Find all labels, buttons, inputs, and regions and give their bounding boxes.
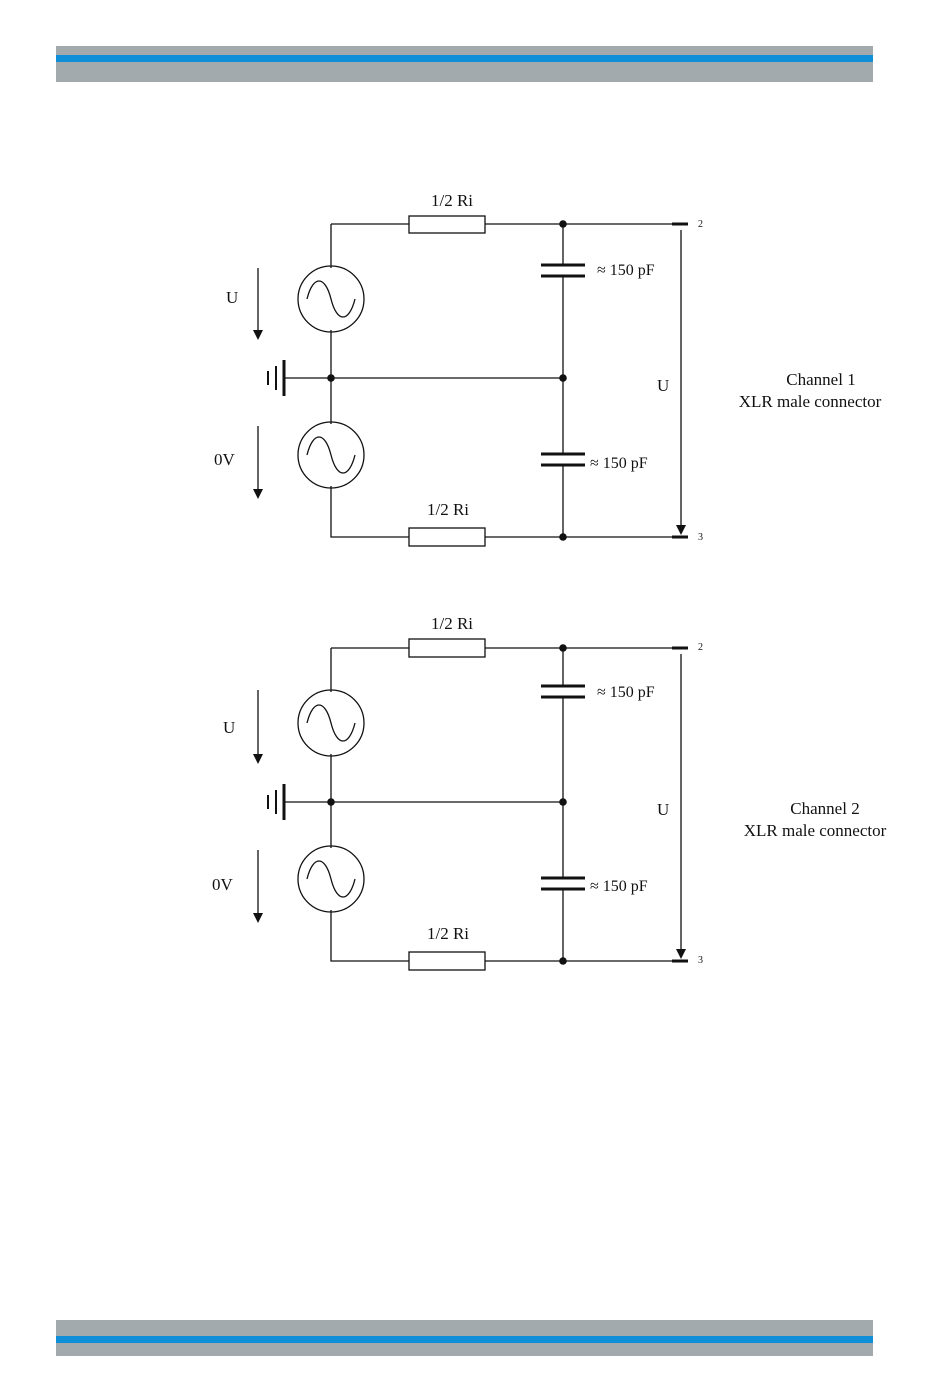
connector-type: XLR male connector — [744, 821, 887, 840]
source-top-label: U — [223, 718, 235, 737]
voltage-arrow-u-icon — [253, 690, 263, 764]
source-top-label: U — [226, 288, 238, 307]
header-band-blue-stripe — [56, 55, 873, 62]
junction-dot — [559, 220, 567, 228]
pin-2-label: 2 — [698, 642, 703, 653]
pin-3-label: 3 — [698, 955, 703, 966]
header-band-gray-bottom — [56, 62, 873, 82]
footer-band-gray-bottom — [56, 1343, 873, 1356]
pin-3-label: 3 — [698, 532, 703, 543]
connector-type: XLR male connector — [739, 392, 882, 411]
ac-source-bottom — [298, 846, 364, 912]
wire-bottom — [331, 486, 672, 537]
output-voltage-label: U — [657, 376, 669, 395]
resistor-top-label: 1/2 Ri — [431, 191, 473, 210]
ground-icon — [268, 360, 284, 396]
junction-dot — [559, 644, 567, 652]
resistor-bottom — [409, 528, 485, 546]
capacitor-bottom — [541, 454, 585, 465]
ac-source-top — [298, 690, 364, 756]
junction-dot — [327, 374, 335, 382]
junction-dot — [559, 374, 567, 382]
circuit-diagram-channel-1: 1/2 Ri 1/2 Ri ≈ 150 pF ≈ 150 pF U 0V U 2… — [0, 180, 950, 560]
capacitor-top-label: ≈ 150 pF — [597, 262, 655, 279]
source-bottom-label: 0V — [212, 875, 234, 894]
resistor-bottom — [409, 952, 485, 970]
source-bottom-label: 0V — [214, 450, 236, 469]
junction-dot — [559, 533, 567, 541]
voltage-arrow-0v-icon — [253, 850, 263, 923]
resistor-bottom-label: 1/2 Ri — [427, 500, 469, 519]
voltage-arrow-0v-icon — [253, 426, 263, 499]
ground-icon — [268, 784, 284, 820]
capacitor-top — [541, 265, 585, 276]
channel-title: Channel 2 — [790, 799, 859, 818]
output-voltage-arrow-icon — [676, 654, 686, 959]
header-band-gray-top — [56, 46, 873, 55]
capacitor-top-label: ≈ 150 pF — [597, 684, 655, 701]
ac-source-top — [298, 266, 364, 332]
circuit-diagram-channel-2: 1/2 Ri 1/2 Ri ≈ 150 pF ≈ 150 pF U 0V U 2… — [0, 604, 950, 984]
wire-bottom — [331, 910, 672, 961]
junction-dot — [559, 798, 567, 806]
footer-band-blue-stripe — [56, 1336, 873, 1343]
pin-2-label: 2 — [698, 219, 703, 230]
junction-dot — [327, 798, 335, 806]
channel-title: Channel 1 — [786, 370, 855, 389]
resistor-top — [409, 639, 485, 657]
ac-source-bottom — [298, 422, 364, 488]
junction-dot — [559, 957, 567, 965]
output-voltage-label: U — [657, 800, 669, 819]
resistor-top-label: 1/2 Ri — [431, 614, 473, 633]
footer-band — [56, 1320, 873, 1356]
capacitor-top — [541, 686, 585, 697]
header-band — [56, 46, 873, 82]
output-voltage-arrow-icon — [676, 230, 686, 535]
resistor-bottom-label: 1/2 Ri — [427, 924, 469, 943]
footer-band-gray-top — [56, 1320, 873, 1336]
resistor-top — [409, 216, 485, 233]
capacitor-bottom-label: ≈ 150 pF — [590, 455, 648, 472]
capacitor-bottom — [541, 878, 585, 889]
voltage-arrow-u-icon — [253, 268, 263, 340]
capacitor-bottom-label: ≈ 150 pF — [590, 878, 648, 895]
